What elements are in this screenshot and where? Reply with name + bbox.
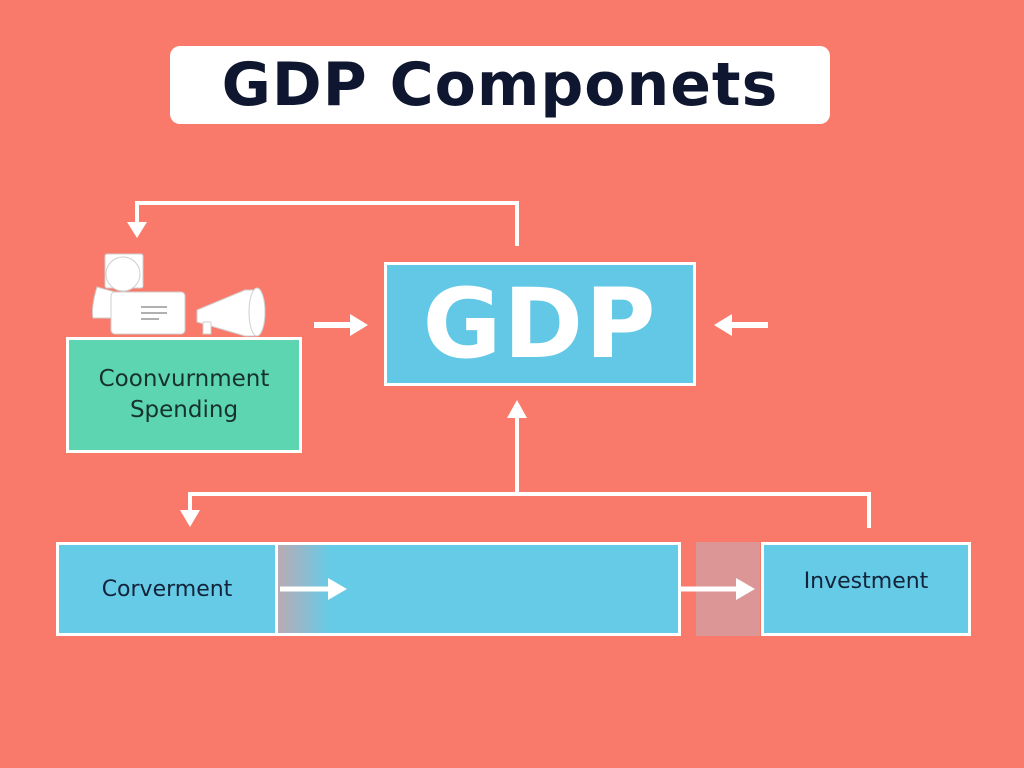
arrow-up-icon	[507, 400, 527, 418]
arrow-down-icon	[127, 222, 147, 238]
arrow-down-icon	[180, 510, 200, 527]
gdp-central-node: GDP	[384, 262, 696, 386]
arrow-right-icon	[328, 578, 347, 600]
title-banner: GDP Componets	[170, 46, 830, 124]
arrow-left-icon	[714, 314, 732, 336]
arrow-right-icon	[736, 578, 755, 600]
gdp-label: GDP	[422, 268, 658, 380]
diagram-title: GDP Componets	[221, 50, 779, 120]
node-label: Investment	[803, 568, 929, 594]
arrow-right-icon	[350, 314, 368, 336]
corverment-node: Corverment	[56, 542, 278, 636]
government-spending-node: Coonvurnment Spending	[66, 337, 302, 453]
node-label: Corverment	[101, 576, 233, 602]
person-computer-megaphone-icon	[92, 253, 266, 337]
investment-node: Investment	[761, 542, 971, 636]
node-label: Spending	[129, 397, 239, 423]
node-label: Coonvurnment	[98, 366, 270, 392]
